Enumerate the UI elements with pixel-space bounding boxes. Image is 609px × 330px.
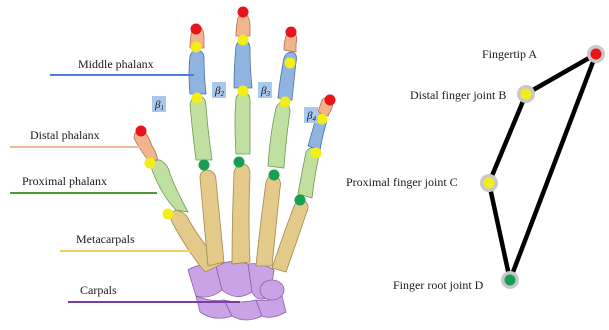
node-distal-joint-b (517, 85, 535, 103)
index-tip-marker (191, 24, 202, 35)
thumb-tip-marker (136, 126, 147, 137)
node-proximal-joint-c (480, 174, 498, 192)
middle-tip-marker (238, 7, 249, 18)
ring-tip-marker (286, 27, 297, 38)
root-joint-d-label: Finger root joint D (393, 278, 484, 292)
joint-marker (163, 209, 174, 220)
node-fingertip-a (587, 45, 605, 63)
middle-finger (232, 14, 252, 265)
root-marker (269, 170, 280, 181)
joint-marker (145, 158, 156, 169)
link-b-c (489, 94, 526, 183)
joint-marker (192, 93, 203, 104)
distal-phalanx-label: Distal phalanx (30, 128, 100, 142)
middle-phalanx-label: Middle phalanx (78, 57, 154, 71)
joint-marker (238, 86, 249, 97)
joint-marker (317, 114, 328, 125)
joint-marker (280, 97, 291, 108)
root-marker (295, 195, 306, 206)
distal-joint-b-label: Distal finger joint B (410, 88, 506, 102)
fingertip-a-label: Fingertip A (482, 47, 537, 61)
finger-kinematic-model: Fingertip A Distal finger joint B Proxim… (346, 45, 605, 292)
carpal-bones (188, 261, 286, 320)
joint-marker (285, 58, 296, 69)
node-root-joint-d (501, 271, 519, 289)
proximal-phalanx-label: Proximal phalanx (22, 174, 107, 188)
joint-marker (238, 35, 249, 46)
proximal-joint-c-label: Proximal finger joint C (346, 175, 458, 189)
little-tip-marker (325, 95, 336, 106)
hand-illustration: β1 β2 β3 β4 (134, 7, 336, 321)
root-marker (234, 157, 245, 168)
carpals-label: Carpals (80, 283, 117, 297)
root-marker (199, 160, 210, 171)
joint-marker (191, 42, 202, 53)
link-c-d (489, 183, 510, 280)
metacarpals-label: Metacarpals (76, 232, 135, 246)
joint-marker (311, 148, 322, 159)
